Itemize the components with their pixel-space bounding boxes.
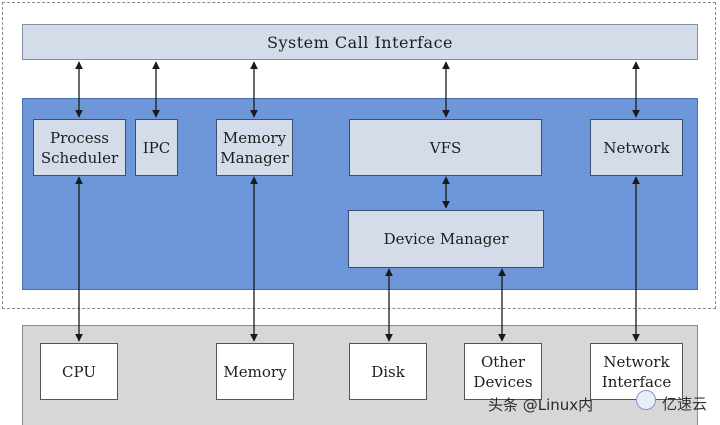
memory-manager-box: Memory Manager bbox=[216, 119, 293, 176]
disk-label: Disk bbox=[371, 362, 405, 381]
watermark-logo-text: 亿速云 bbox=[662, 395, 708, 413]
vfs-box: VFS bbox=[349, 119, 542, 176]
ipc-label: IPC bbox=[142, 138, 171, 157]
other-devices-label: Other Devices bbox=[473, 352, 533, 391]
kernel-boundary-frame bbox=[2, 2, 716, 309]
network-label: Network bbox=[603, 138, 670, 157]
process-scheduler-label: Process Scheduler bbox=[40, 128, 119, 167]
network-interface-box: Network Interface bbox=[590, 343, 683, 400]
disk-box: Disk bbox=[349, 343, 427, 400]
memory-manager-label: Memory Manager bbox=[220, 128, 289, 167]
system-call-interface-box: System Call Interface bbox=[22, 24, 698, 60]
cpu-box: CPU bbox=[40, 343, 118, 400]
network-box: Network bbox=[590, 119, 683, 176]
watermark-logo-icon bbox=[636, 390, 656, 410]
device-manager-box: Device Manager bbox=[348, 210, 544, 268]
ipc-box: IPC bbox=[135, 119, 178, 176]
memory-label: Memory bbox=[223, 362, 287, 381]
watermark-text: 头条 @Linux内 bbox=[488, 396, 594, 414]
process-scheduler-box: Process Scheduler bbox=[33, 119, 126, 176]
cpu-label: CPU bbox=[62, 362, 96, 381]
network-interface-label: Network Interface bbox=[601, 352, 672, 391]
device-manager-label: Device Manager bbox=[383, 230, 509, 248]
vfs-label: VFS bbox=[429, 138, 462, 157]
memory-box: Memory bbox=[216, 343, 294, 400]
system-call-interface-label: System Call Interface bbox=[266, 32, 454, 52]
other-devices-box: Other Devices bbox=[464, 343, 542, 400]
